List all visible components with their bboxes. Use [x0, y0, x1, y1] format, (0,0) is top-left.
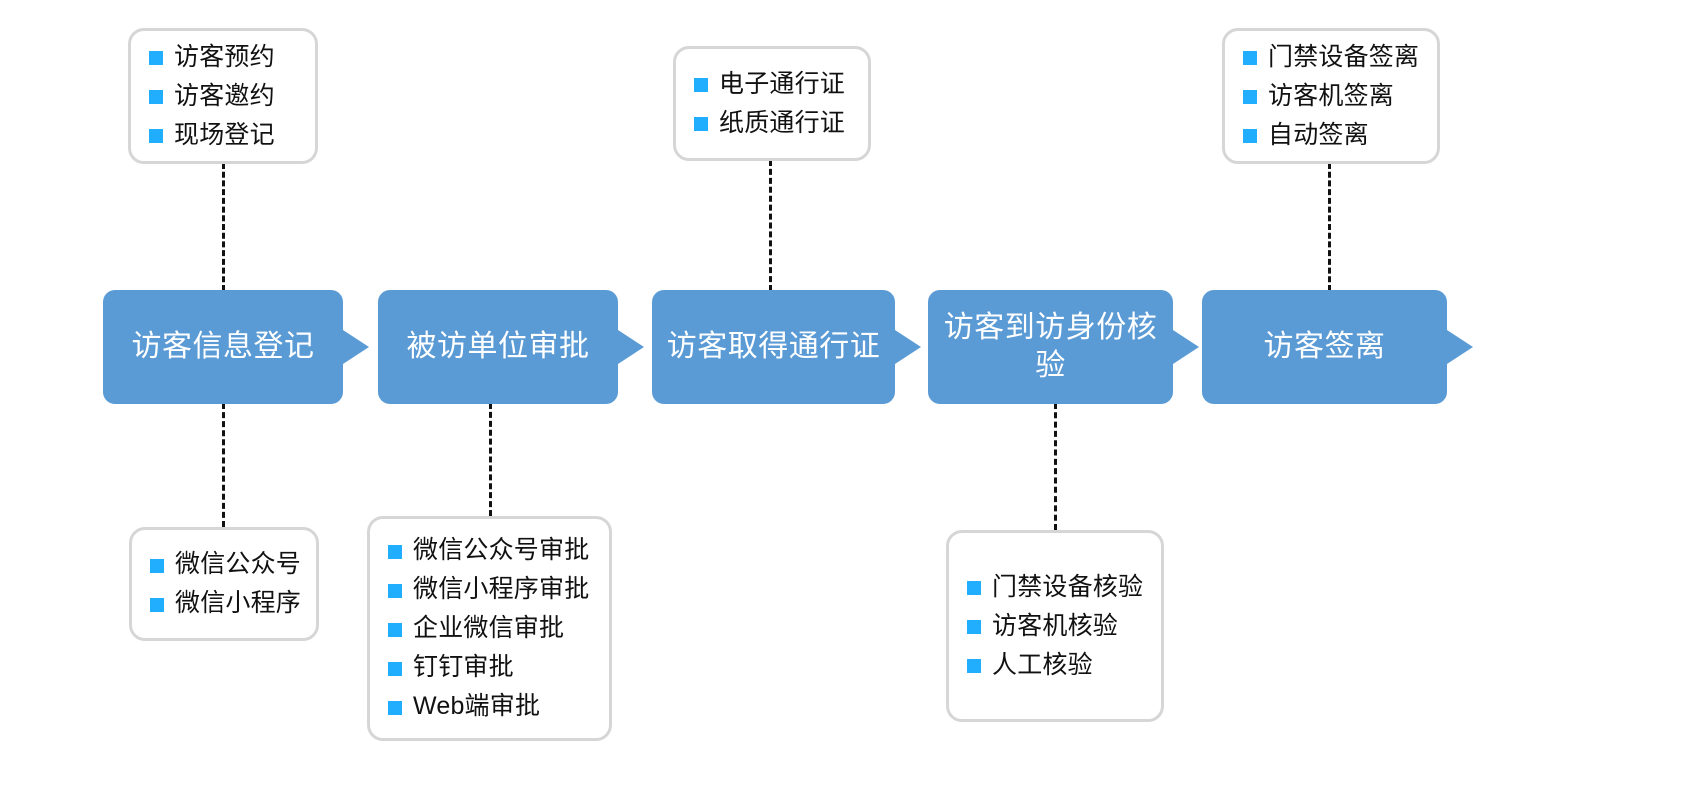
connector-step3-top: [769, 160, 772, 291]
chevron-right-icon: [895, 330, 921, 364]
list-item-label: 微信公众号: [175, 550, 302, 578]
list-item-label: 访客机核验: [992, 611, 1119, 640]
process-step-1[interactable]: 访客信息登记: [103, 290, 369, 404]
bullet-square-icon: [1243, 90, 1257, 104]
connector-step1-bottom: [222, 403, 225, 527]
connector-step2-bottom: [489, 403, 492, 516]
process-step-5[interactable]: 访客签离: [1202, 290, 1473, 404]
list-item[interactable]: 钉钉审批: [388, 648, 589, 687]
process-step-label: 访客签离: [1263, 330, 1386, 364]
list-item[interactable]: 访客机核验: [967, 607, 1141, 646]
callout-list: 门禁设备核验 访客机核验 人工核验: [967, 568, 1144, 685]
list-item-label: 现场登记: [174, 120, 275, 149]
list-item-label: 微信公众号审批: [413, 536, 590, 564]
list-item-label: 微信小程序审批: [413, 575, 590, 603]
process-step-3[interactable]: 访客取得通行证: [652, 290, 921, 404]
list-item-label: 钉钉审批: [413, 653, 514, 681]
list-item[interactable]: 微信小程序审批: [388, 570, 589, 609]
list-item-label: 门禁设备核验: [992, 572, 1144, 601]
list-item[interactable]: 纸质通行证: [694, 104, 848, 143]
list-item[interactable]: 微信公众号: [150, 545, 301, 584]
callout-list: 电子通行证 纸质通行证: [694, 65, 848, 143]
list-item[interactable]: 电子通行证: [694, 65, 848, 104]
bullet-square-icon: [150, 597, 164, 612]
list-item[interactable]: 访客机签离: [1243, 77, 1417, 116]
chevron-right-icon: [618, 330, 644, 364]
callout-list: 微信公众号 微信小程序: [150, 545, 301, 623]
bullet-square-icon: [150, 558, 164, 573]
bullet-square-icon: [1243, 129, 1257, 143]
list-item[interactable]: 现场登记: [149, 116, 295, 155]
callout-bottom-registration-channels[interactable]: 微信公众号 微信小程序: [129, 527, 319, 641]
process-step-4[interactable]: 访客到访身份核验: [928, 290, 1199, 404]
callout-top-pass-types[interactable]: 电子通行证 纸质通行证: [673, 46, 871, 161]
list-item[interactable]: 企业微信审批: [388, 609, 589, 648]
connector-step1-top: [222, 163, 225, 291]
callout-list: 微信公众号审批 微信小程序审批 企业微信审批 钉钉审批 Web端审批: [388, 531, 589, 726]
process-step-2[interactable]: 被访单位审批: [378, 290, 644, 404]
list-item[interactable]: 门禁设备签离: [1243, 38, 1420, 77]
list-item[interactable]: 微信小程序: [150, 584, 301, 623]
list-item-label: Web端审批: [413, 692, 541, 720]
list-item-label: 自动签离: [1268, 120, 1369, 149]
bullet-square-icon: [388, 622, 402, 637]
callout-top-visitor-registration[interactable]: 访客预约 访客邀约 现场登记: [128, 28, 318, 164]
list-item[interactable]: 访客邀约: [149, 77, 295, 116]
process-step-body[interactable]: 访客签离: [1202, 290, 1447, 404]
list-item-label: 访客机签离: [1268, 81, 1395, 110]
bullet-square-icon: [388, 544, 402, 559]
bullet-square-icon: [694, 117, 708, 131]
chevron-right-icon: [343, 330, 369, 364]
bullet-square-icon: [388, 700, 402, 715]
list-item-label: 访客预约: [174, 42, 275, 71]
list-item[interactable]: 微信公众号审批: [388, 531, 589, 570]
callout-list: 门禁设备签离 访客机签离 自动签离: [1243, 38, 1420, 155]
callout-bottom-approval-channels[interactable]: 微信公众号审批 微信小程序审批 企业微信审批 钉钉审批 Web端审批: [367, 516, 612, 741]
bullet-square-icon: [149, 129, 163, 143]
connector-step5-top: [1328, 163, 1331, 291]
process-step-label: 被访单位审批: [406, 330, 590, 364]
process-step-body[interactable]: 访客信息登记: [103, 290, 343, 404]
list-item-label: 人工核验: [992, 650, 1093, 679]
bullet-square-icon: [149, 90, 163, 104]
process-step-label: 访客信息登记: [131, 330, 315, 364]
bullet-square-icon: [388, 661, 402, 676]
bullet-square-icon: [967, 659, 981, 673]
process-step-body[interactable]: 被访单位审批: [378, 290, 618, 404]
bullet-square-icon: [967, 620, 981, 634]
list-item-label: 访客邀约: [174, 81, 275, 110]
bullet-square-icon: [388, 583, 402, 598]
callout-bottom-verification-methods[interactable]: 门禁设备核验 访客机核验 人工核验: [946, 530, 1164, 722]
list-item[interactable]: 人工核验: [967, 646, 1141, 685]
list-item[interactable]: 自动签离: [1243, 116, 1417, 155]
callout-list: 访客预约 访客邀约 现场登记: [149, 38, 295, 155]
connector-step4-bottom: [1054, 403, 1057, 530]
process-step-body[interactable]: 访客到访身份核验: [928, 290, 1173, 404]
bullet-square-icon: [967, 581, 981, 595]
callout-top-checkout-methods[interactable]: 门禁设备签离 访客机签离 自动签离: [1222, 28, 1440, 164]
list-item[interactable]: Web端审批: [388, 687, 589, 726]
chevron-right-icon: [1447, 330, 1473, 364]
list-item-label: 电子通行证: [719, 69, 846, 98]
list-item-label: 门禁设备签离: [1268, 42, 1420, 71]
list-item-label: 纸质通行证: [719, 108, 846, 137]
list-item[interactable]: 访客预约: [149, 38, 295, 77]
bullet-square-icon: [149, 51, 163, 65]
process-step-label: 访客到访身份核验: [943, 311, 1158, 382]
process-step-label: 访客取得通行证: [666, 330, 881, 364]
list-item[interactable]: 门禁设备核验: [967, 568, 1144, 607]
list-item-label: 微信小程序: [175, 589, 302, 617]
list-item-label: 企业微信审批: [413, 614, 565, 642]
process-step-body[interactable]: 访客取得通行证: [652, 290, 895, 404]
chevron-right-icon: [1173, 330, 1199, 364]
bullet-square-icon: [1243, 51, 1257, 65]
bullet-square-icon: [694, 78, 708, 92]
